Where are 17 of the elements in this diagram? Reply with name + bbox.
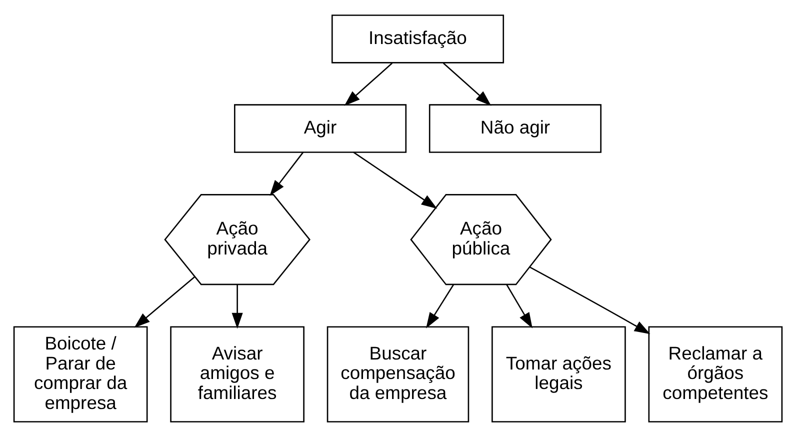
arrow	[426, 284, 454, 328]
arrow	[344, 62, 393, 106]
node-box: Buscar compensação da empresa	[326, 326, 470, 422]
node-box: Agir	[234, 104, 407, 152]
arrow	[506, 284, 532, 328]
node-box: Avisar amigos e familiares	[170, 326, 304, 422]
node-box: Não agir	[428, 104, 602, 152]
arrow	[232, 284, 243, 328]
node-box: Reclamar a órgãos competentes	[648, 326, 783, 422]
arrow	[353, 151, 438, 208]
arrow	[134, 276, 195, 328]
arrow	[270, 151, 304, 196]
node-box: Tomar ações legais	[492, 326, 626, 422]
arrow	[442, 62, 492, 106]
node-box: Boicote / Parar de comprar da empresa	[13, 326, 148, 422]
arrow	[530, 266, 650, 334]
node-box: Insatisfação	[331, 14, 504, 63]
